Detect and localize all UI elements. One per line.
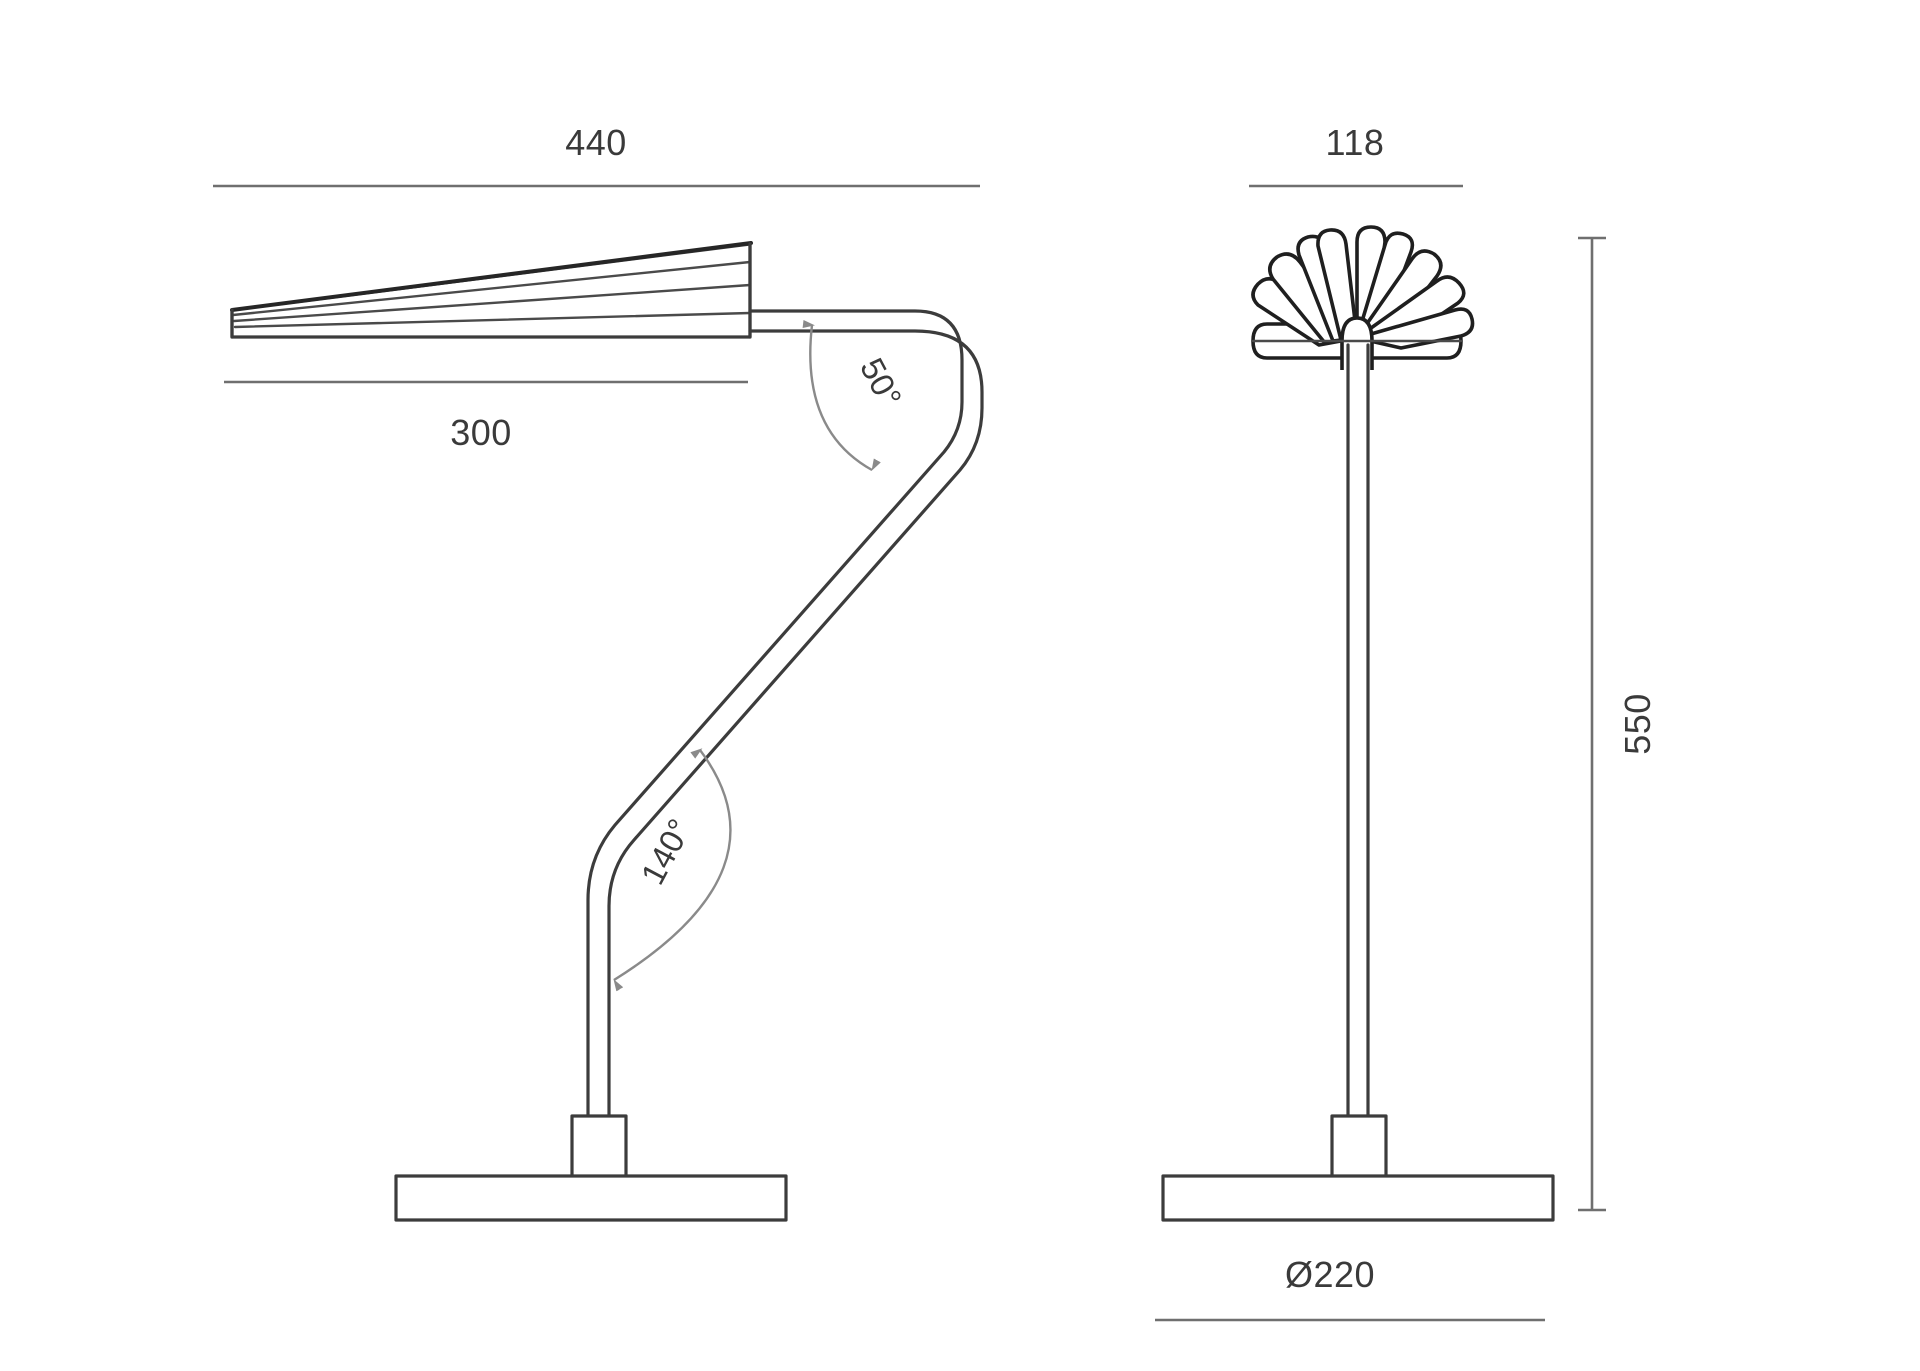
dimension-diameter-220-group: Ø220: [1155, 1254, 1545, 1322]
dimension-300-group: 300: [224, 380, 748, 453]
front-elevation-view: 118: [1155, 122, 1658, 1322]
shade-fold-line-1: [231, 260, 752, 317]
side-stem-collar: [570, 1114, 628, 1180]
dimension-diameter-220-label: Ø220: [1285, 1254, 1375, 1295]
shade-top-edge: [230, 241, 753, 312]
fan-shade: [1251, 225, 1475, 370]
dimension-118-label: 118: [1326, 122, 1385, 163]
dimension-440-group: 440: [213, 122, 980, 188]
side-elevation-view: 440 300: [213, 122, 984, 1222]
front-stem-collar: [1330, 1114, 1388, 1180]
dimension-550-label: 550: [1617, 693, 1658, 755]
side-round-base: [394, 1174, 788, 1222]
dimension-300-label: 300: [450, 412, 512, 453]
vertical-stem: [1346, 343, 1370, 1120]
dimension-118-group: 118: [1249, 122, 1463, 188]
shade-fold-line-2: [232, 283, 752, 323]
lamp-shade-wedge: [230, 241, 753, 339]
dimension-550-group: 550: [1578, 236, 1658, 1212]
angle-140-arc: [613, 748, 732, 992]
front-round-base: [1161, 1174, 1555, 1222]
fan-petal-9: [1355, 249, 1443, 345]
fan-petal-10: [1355, 275, 1466, 347]
fan-petal-8: [1355, 231, 1415, 342]
fan-petal-6: [1316, 228, 1359, 342]
angle-50-arc: [802, 320, 881, 472]
fan-shade-petals: [1251, 225, 1475, 360]
shade-fold-line-3: [233, 311, 752, 329]
fan-petal-11: [1355, 307, 1475, 350]
arm-inner-edge: [586, 309, 964, 1120]
dimension-440-label: 440: [565, 122, 627, 163]
